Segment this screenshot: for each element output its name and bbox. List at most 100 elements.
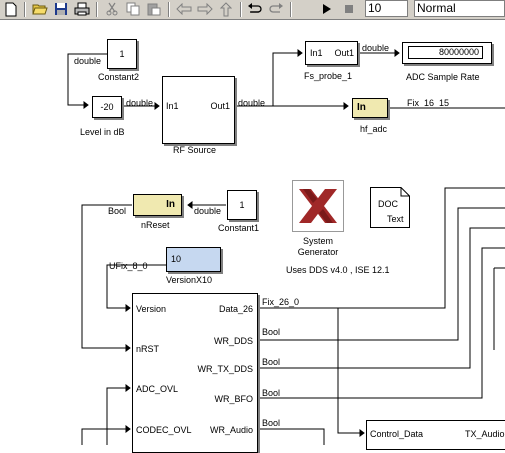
version-x10-block[interactable]: 10 bbox=[166, 247, 221, 272]
version-x10-label: VersionX10 bbox=[166, 275, 213, 285]
main-subsystem-block[interactable]: Version nRST ADC_OVL CODEC_OVL Data_26 W… bbox=[132, 293, 258, 453]
arrow-head bbox=[125, 425, 131, 433]
up-arrow-icon[interactable] bbox=[217, 1, 235, 17]
system-generator-line1: System bbox=[302, 236, 333, 246]
version-value: 10 bbox=[171, 254, 182, 264]
stop-time-input[interactable]: 10 bbox=[365, 0, 408, 17]
port-wr-dds: WR_DDS bbox=[213, 336, 253, 346]
doc-line2: Text bbox=[387, 214, 404, 224]
toolbar-separator bbox=[240, 2, 242, 17]
nreset-gateway-block[interactable]: In bbox=[133, 194, 182, 216]
arrow-head bbox=[297, 49, 303, 57]
cut-icon[interactable] bbox=[103, 1, 121, 17]
arrow-head bbox=[125, 304, 131, 312]
port-nrst: nRST bbox=[136, 344, 160, 354]
signal-type-label: double bbox=[74, 56, 102, 66]
port-adc-ovl: ADC_OVL bbox=[136, 384, 179, 394]
doc-line1: DOC bbox=[378, 199, 398, 209]
port-wr-bfo: WR_BFO bbox=[214, 394, 253, 404]
signal-type-label: Fix_26_0 bbox=[262, 297, 300, 307]
document-icon bbox=[370, 187, 410, 228]
rf-source-label: RF Source bbox=[173, 145, 217, 155]
new-file-icon[interactable] bbox=[2, 1, 20, 17]
signal-type-label: Bool bbox=[262, 388, 281, 398]
fs-probe-block[interactable]: In1 Out1 bbox=[305, 41, 358, 65]
port-data26: Data_26 bbox=[218, 304, 253, 314]
signal-type-label: double bbox=[362, 43, 390, 53]
hf-adc-gateway-text: In bbox=[357, 102, 366, 113]
level-db-block[interactable]: -20 bbox=[92, 96, 122, 118]
line-version bbox=[106, 264, 166, 309]
port-wr-audio: WR_Audio bbox=[209, 425, 253, 435]
port-wr-tx-dds: WR_TX_DDS bbox=[197, 364, 253, 374]
toolbar-separator bbox=[24, 2, 26, 17]
back-arrow-icon[interactable] bbox=[175, 1, 193, 17]
port-control-data: Control_Data bbox=[370, 429, 424, 439]
toolbar-separator bbox=[96, 2, 98, 17]
line-wr-tx-dds bbox=[258, 227, 505, 369]
adc-sample-rate-value: 80000000 bbox=[408, 46, 483, 59]
toolbar-separator bbox=[168, 2, 170, 17]
signal-type-label: Bool bbox=[262, 418, 281, 428]
system-generator-label: System Generator bbox=[294, 236, 342, 258]
line-data26 bbox=[258, 187, 505, 309]
line-data26-branch bbox=[337, 308, 364, 434]
play-icon[interactable] bbox=[318, 1, 336, 17]
signal-type-label: double bbox=[126, 98, 154, 108]
port-codec-ovl: CODEC_OVL bbox=[136, 425, 192, 435]
line-wr-bfo bbox=[258, 247, 505, 399]
nreset-gateway-text: In bbox=[166, 199, 175, 210]
arrow-head bbox=[394, 49, 400, 57]
constant1-block[interactable]: 1 bbox=[227, 190, 257, 220]
line-constant2-to-level bbox=[67, 53, 107, 106]
redo-icon[interactable] bbox=[267, 1, 285, 17]
rf-source-output-port: Out1 bbox=[210, 101, 230, 111]
line-right-edge bbox=[493, 267, 505, 350]
system-generator-line2: Generator bbox=[297, 247, 339, 257]
level-db-label: Level in dB bbox=[80, 127, 125, 137]
signal-type-label: Fix_16_15 bbox=[407, 98, 450, 108]
stop-icon[interactable] bbox=[340, 1, 358, 17]
copy-icon[interactable] bbox=[124, 1, 142, 17]
fs-probe-label: Fs_probe_1 bbox=[304, 71, 353, 81]
port-version: Version bbox=[136, 304, 167, 314]
line-codec-ovl bbox=[81, 428, 130, 445]
arrow-head bbox=[125, 344, 131, 352]
adc-sample-rate-block[interactable]: 80000000 bbox=[402, 42, 492, 64]
forward-arrow-icon[interactable] bbox=[196, 1, 214, 17]
signal-type-label: UFix_8_0 bbox=[109, 261, 148, 271]
xilinx-logo-icon bbox=[299, 189, 337, 223]
doc-text-block[interactable]: DOC Text bbox=[370, 187, 410, 228]
dds-info-text: Uses DDS v4.0 , ISE 12.1 bbox=[286, 265, 390, 275]
system-generator-block[interactable] bbox=[292, 180, 344, 232]
signal-type-label: Bool bbox=[262, 327, 281, 337]
arrow-head bbox=[154, 102, 160, 110]
rf-source-input-port: In1 bbox=[166, 101, 179, 111]
constant2-block[interactable]: 1 bbox=[107, 39, 137, 69]
undo-icon[interactable] bbox=[246, 1, 264, 17]
signal-type-label: Bool bbox=[108, 206, 127, 216]
arrow-head bbox=[125, 384, 131, 392]
line-nreset-to-nrst bbox=[81, 204, 132, 349]
constant2-label: Constant2 bbox=[98, 72, 140, 82]
arrow-head bbox=[83, 101, 89, 109]
adc-sample-rate-label: ADC Sample Rate bbox=[406, 72, 480, 82]
line-adc-ovl bbox=[106, 387, 130, 445]
hf-adc-gateway-block[interactable]: In bbox=[352, 98, 388, 118]
save-icon[interactable] bbox=[52, 1, 70, 17]
arrow-head bbox=[343, 102, 349, 110]
rf-source-block[interactable]: In1 Out1 bbox=[162, 76, 235, 144]
open-folder-icon[interactable] bbox=[31, 1, 49, 17]
nreset-label: nReset bbox=[141, 220, 170, 230]
port-tx-audio: TX_Audio bbox=[465, 429, 505, 439]
line-wr-dds bbox=[258, 207, 505, 341]
paste-icon[interactable] bbox=[145, 1, 163, 17]
print-icon[interactable] bbox=[73, 1, 91, 17]
arrow-head bbox=[359, 429, 365, 437]
simulation-mode-select[interactable]: Normal bbox=[414, 0, 505, 17]
model-canvas[interactable]: 1 Constant2 double -20 Level in dB doubl… bbox=[0, 20, 505, 453]
toolbar-separator bbox=[290, 2, 292, 17]
signal-type-label: Bool bbox=[262, 357, 281, 367]
control-subsystem-block[interactable]: Control_Data TX_Audio bbox=[366, 420, 505, 450]
fs-probe-input-port: In1 bbox=[310, 48, 323, 58]
